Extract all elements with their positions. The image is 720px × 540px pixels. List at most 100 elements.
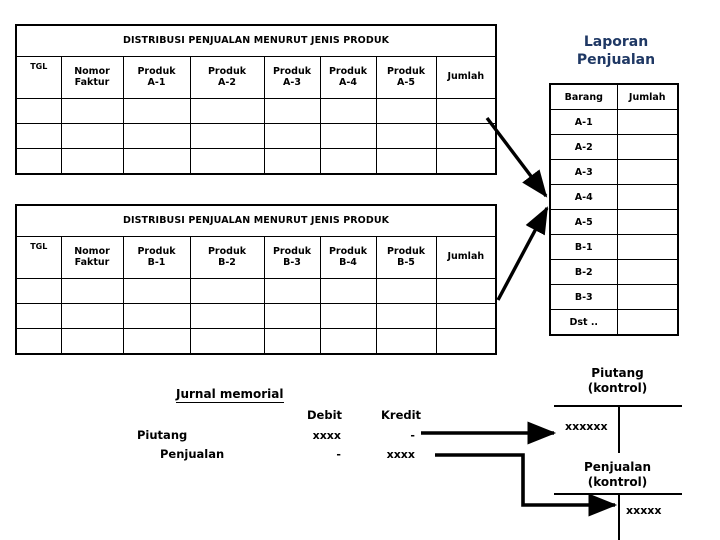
cell[interactable] xyxy=(435,148,497,175)
cell[interactable] xyxy=(15,148,62,175)
row-value[interactable] xyxy=(616,109,679,135)
cell[interactable] xyxy=(263,148,321,175)
cell[interactable] xyxy=(375,123,437,149)
header-l1: Nomor xyxy=(74,245,110,257)
cell[interactable] xyxy=(122,278,191,304)
cell[interactable] xyxy=(375,98,437,124)
table-row: B-3 xyxy=(549,284,679,310)
row-value[interactable] xyxy=(616,209,679,235)
cell[interactable] xyxy=(15,328,62,355)
cell[interactable] xyxy=(122,328,191,355)
cell[interactable] xyxy=(263,278,321,304)
cell[interactable] xyxy=(319,328,377,355)
cell[interactable] xyxy=(122,148,191,175)
cell[interactable] xyxy=(189,328,265,355)
row-value[interactable] xyxy=(616,284,679,310)
cell[interactable] xyxy=(189,123,265,149)
cell[interactable] xyxy=(263,328,321,355)
cell[interactable] xyxy=(319,148,377,175)
cell[interactable] xyxy=(375,278,437,304)
row-value[interactable] xyxy=(616,134,679,160)
cell[interactable] xyxy=(435,123,497,149)
jurnal-penjualan-debit: - xyxy=(336,448,341,461)
header-jumlah: Jumlah xyxy=(435,236,497,279)
cell[interactable] xyxy=(60,328,124,355)
row-value[interactable] xyxy=(616,309,679,336)
cell[interactable] xyxy=(375,303,437,329)
t-account-piutang-title: Piutang (kontrol) xyxy=(555,366,680,396)
cell[interactable] xyxy=(319,278,377,304)
cell[interactable] xyxy=(319,303,377,329)
table-row: Dst .. xyxy=(549,309,679,336)
header-l1: Jumlah xyxy=(447,251,485,263)
cell[interactable] xyxy=(189,303,265,329)
row-value[interactable] xyxy=(616,234,679,260)
cell[interactable] xyxy=(60,303,124,329)
cell[interactable] xyxy=(375,328,437,355)
row-label: B-3 xyxy=(549,284,618,310)
row-label: Dst .. xyxy=(549,309,618,336)
cell[interactable] xyxy=(15,123,62,149)
cell[interactable] xyxy=(189,148,265,175)
t-account-piutang-divider xyxy=(618,405,620,453)
header-l2: B-2 xyxy=(218,256,236,268)
row-value[interactable] xyxy=(616,184,679,210)
cell[interactable] xyxy=(60,98,124,124)
cell[interactable] xyxy=(15,303,62,329)
cell[interactable] xyxy=(60,123,124,149)
laporan-title-line2: Penjualan xyxy=(576,51,656,68)
row-value[interactable] xyxy=(616,259,679,285)
laporan-penjualan-title: Laporan Penjualan xyxy=(556,34,676,69)
t-account-penjualan-kredit-value: xxxxx xyxy=(626,504,662,517)
header-l2: B-4 xyxy=(339,256,357,268)
cell[interactable] xyxy=(122,98,191,124)
table-row: A-5 xyxy=(549,209,679,235)
cell[interactable] xyxy=(263,123,321,149)
cell[interactable] xyxy=(60,148,124,175)
header-l1: Produk xyxy=(272,65,312,77)
cell[interactable] xyxy=(15,98,62,124)
row-label: B-2 xyxy=(549,259,618,285)
header-l1: Produk xyxy=(272,245,312,257)
cell[interactable] xyxy=(189,278,265,304)
table-title-row: DISTRIBUSI PENJUALAN MENURUT JENIS PRODU… xyxy=(15,24,497,57)
cell[interactable] xyxy=(435,303,497,329)
cell[interactable] xyxy=(435,98,497,124)
header-l2: Faktur xyxy=(74,76,110,88)
cell[interactable] xyxy=(189,98,265,124)
cell[interactable] xyxy=(15,278,62,304)
cell[interactable] xyxy=(375,148,437,175)
table-header-row: Barang Jumlah xyxy=(549,83,679,110)
cell[interactable] xyxy=(435,328,497,355)
header-l2: Faktur xyxy=(74,256,110,268)
row-value[interactable] xyxy=(616,159,679,185)
cell[interactable] xyxy=(263,98,321,124)
cell[interactable] xyxy=(319,98,377,124)
header-barang: Barang xyxy=(549,83,618,110)
cell[interactable] xyxy=(60,278,124,304)
header-l1: Produk xyxy=(386,245,426,257)
table-row xyxy=(15,123,497,149)
distribusi-table-b: DISTRIBUSI PENJUALAN MENURUT JENIS PRODU… xyxy=(15,204,498,355)
header-tgl-label: TGL xyxy=(30,242,48,251)
cell[interactable] xyxy=(122,123,191,149)
header-l2: A-2 xyxy=(218,76,236,88)
t-account-penjualan-title: Penjualan (kontrol) xyxy=(555,460,680,490)
table-row: A-3 xyxy=(549,159,679,185)
t-title-line2: (kontrol) xyxy=(587,381,648,395)
header-tgl: TGL xyxy=(15,236,62,279)
header-l2: A-5 xyxy=(397,76,415,88)
table-row xyxy=(15,148,497,175)
table-row xyxy=(15,303,497,329)
cell[interactable] xyxy=(319,123,377,149)
cell[interactable] xyxy=(263,303,321,329)
cell[interactable] xyxy=(435,278,497,304)
cell[interactable] xyxy=(122,303,191,329)
row-label: A-1 xyxy=(549,109,618,135)
